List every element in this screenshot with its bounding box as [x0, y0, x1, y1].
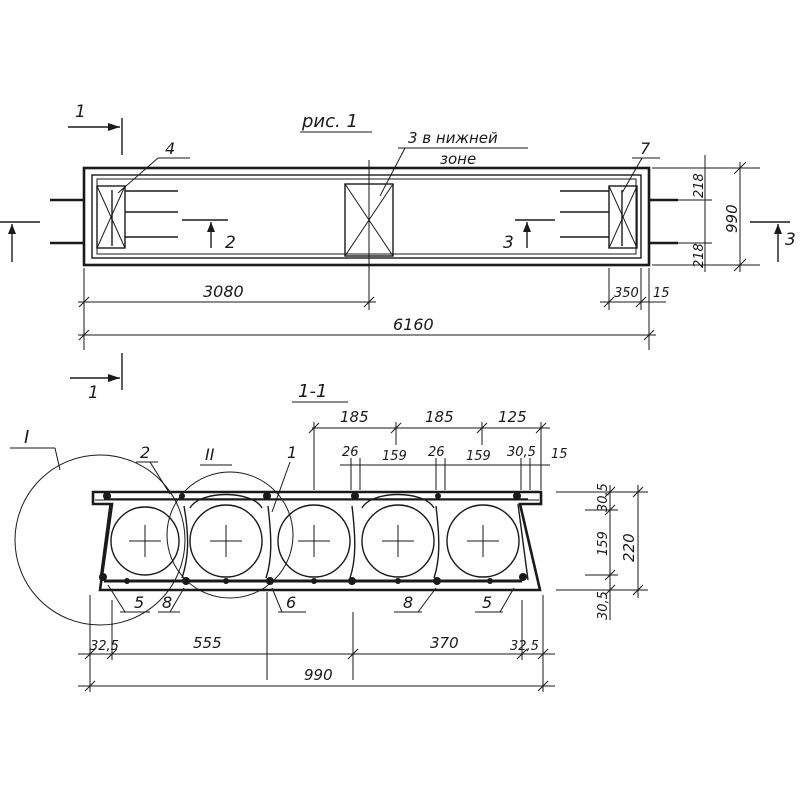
svg-text:159: 159: [596, 531, 611, 556]
svg-text:5: 5: [482, 593, 492, 612]
svg-text:6: 6: [286, 593, 296, 612]
svg-text:7: 7: [640, 139, 651, 158]
center-part: [344, 160, 394, 310]
svg-text:555: 555: [193, 634, 222, 652]
section-callout-8-left: 8: [158, 587, 185, 613]
svg-text:185: 185: [425, 408, 454, 426]
svg-text:I: I: [24, 427, 29, 448]
section-callout-5-right: 5: [475, 587, 515, 613]
section-mark-2: 2: [182, 219, 236, 253]
svg-text:1: 1: [75, 102, 86, 122]
section-callout-6: 6: [271, 587, 306, 613]
svg-text:32,5: 32,5: [90, 639, 119, 654]
zone-note-line1: 3 в нижней: [408, 129, 498, 147]
svg-text:159: 159: [466, 449, 491, 464]
svg-text:26: 26: [342, 445, 359, 460]
slab-inner-outline: [91, 174, 642, 259]
zone-note-callout: 3 в нижней зоне: [379, 129, 528, 197]
svg-text:2: 2: [140, 443, 150, 462]
embedded-part-right: [560, 185, 678, 249]
svg-text:8: 8: [403, 593, 413, 612]
svg-text:218: 218: [692, 243, 707, 268]
svg-text:990: 990: [723, 204, 741, 233]
svg-text:125: 125: [498, 408, 527, 426]
svg-text:220: 220: [620, 533, 638, 562]
cross-section: 1-1: [10, 381, 648, 692]
svg-text:159: 159: [382, 449, 407, 464]
figure-title-text: рис. 1: [301, 111, 358, 132]
detail-circle-II: II: [166, 445, 294, 599]
section-label: 1-1: [292, 381, 348, 403]
svg-text:1-1: 1-1: [298, 381, 327, 402]
svg-text:30,5: 30,5: [596, 591, 611, 620]
svg-text:218: 218: [692, 173, 707, 198]
zone-note-line2: зоне: [440, 150, 476, 168]
svg-text:8: 8: [162, 593, 172, 612]
callout-7: 7: [621, 139, 660, 194]
svg-text:30,5: 30,5: [596, 483, 611, 512]
svg-text:26: 26: [428, 445, 445, 460]
section-right-dimensions: 30,5 159 30,5 220: [556, 483, 648, 620]
slab-outline: [82, 166, 651, 267]
section-callout-1: 1: [271, 443, 297, 513]
plan-view: 4 7 3 в нижней зоне 2 3: [0, 102, 796, 403]
svg-text:4: 4: [165, 139, 175, 158]
section-callout-2: 2: [136, 443, 171, 495]
svg-text:6160: 6160: [393, 315, 434, 334]
svg-text:32,5: 32,5: [510, 639, 539, 654]
svg-text:3: 3: [503, 233, 514, 253]
section-mark-3: 3: [503, 219, 555, 253]
svg-text:30,5: 30,5: [507, 445, 536, 460]
svg-text:1: 1: [287, 443, 297, 462]
svg-text:3080: 3080: [203, 282, 244, 301]
svg-text:5: 5: [134, 593, 144, 612]
section-cut-bottom: 1: [70, 353, 123, 403]
svg-text:15: 15: [551, 447, 568, 462]
section-callout-8-right: 8: [394, 587, 437, 613]
section-cut-left: [0, 221, 40, 262]
hollow-cores: [110, 504, 520, 578]
detail-circle-I: I: [10, 427, 186, 626]
section-bottom-dimensions: 32,5 555 370 32,5 990: [78, 592, 555, 692]
svg-text:185: 185: [340, 408, 369, 426]
section-cut-right: 3: [750, 221, 796, 262]
section-cut-top: 1: [68, 102, 123, 155]
section-callout-5-left: 5: [107, 584, 150, 613]
svg-text:1: 1: [88, 383, 99, 403]
svg-text:350: 350: [614, 286, 639, 301]
plan-width-dimension: 990 218 218: [652, 155, 760, 272]
svg-text:3: 3: [785, 230, 796, 250]
callout-4: 4: [117, 139, 190, 194]
svg-text:2: 2: [225, 233, 236, 253]
embedded-part-left: [50, 185, 178, 249]
section-top-dimensions: 185 185 125 26 159 26 159 30,5 15: [308, 408, 568, 490]
svg-text:990: 990: [304, 666, 333, 684]
plan-length-dimensions: 3080 6160 350 15: [78, 268, 670, 350]
slab-profile: [91, 490, 543, 592]
svg-text:15: 15: [653, 286, 670, 301]
svg-text:II: II: [205, 445, 215, 464]
figure-title: рис. 1: [300, 111, 372, 133]
svg-text:370: 370: [430, 634, 459, 652]
